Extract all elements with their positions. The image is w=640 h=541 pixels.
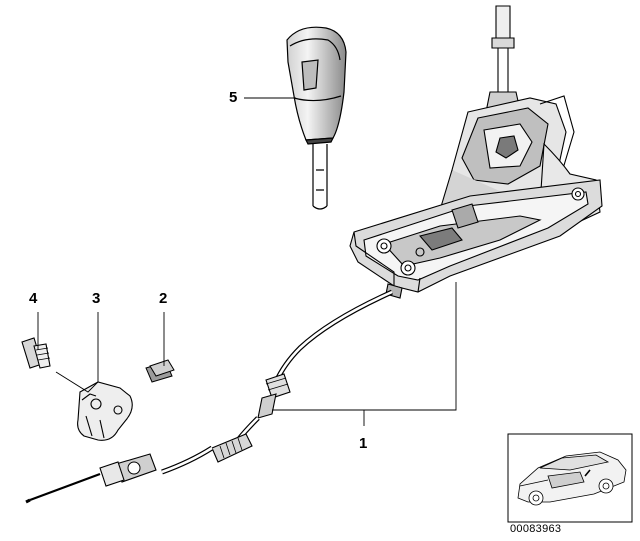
- callout-knob: 5: [229, 89, 238, 106]
- gear-knob: [286, 26, 347, 210]
- bracket: [77, 381, 133, 441]
- diagram-id: 00083963: [510, 523, 562, 535]
- callout-bolt: 4: [29, 290, 38, 307]
- shift-cable: [25, 289, 394, 504]
- shift-mechanism: [349, 5, 603, 299]
- callout-shift-unit: 1: [359, 435, 368, 452]
- callout-clip: 2: [159, 290, 168, 307]
- bolt: [21, 337, 51, 369]
- vehicle-inset: [507, 433, 633, 523]
- car-icon: [517, 451, 627, 506]
- callout-bracket: 3: [92, 290, 101, 307]
- clip: [145, 359, 175, 383]
- leader-lines: [37, 97, 457, 426]
